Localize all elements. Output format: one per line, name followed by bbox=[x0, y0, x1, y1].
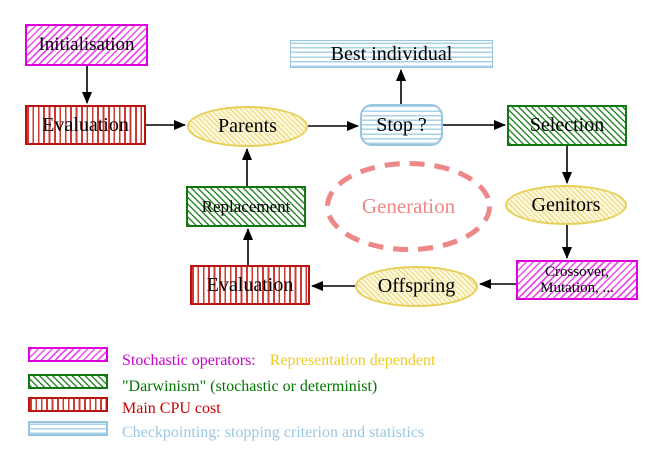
node-replacement: Replacement bbox=[186, 186, 306, 227]
legend-label-representation: Representation dependent bbox=[269, 352, 436, 369]
legend-swatch-cpu bbox=[28, 397, 108, 412]
node-initialisation: Initialisation bbox=[25, 24, 148, 66]
node-offspring-label: Offspring bbox=[377, 275, 456, 297]
node-evaluation-bottom: Evaluation bbox=[190, 265, 310, 305]
node-selection: Selection bbox=[507, 105, 627, 146]
legend-swatch-checkpointing bbox=[28, 421, 108, 436]
node-generation: Generation bbox=[327, 163, 490, 250]
node-evaluation-top: Evaluation bbox=[25, 105, 146, 145]
legend-label-stochastic: Stochastic operators: bbox=[122, 352, 256, 369]
node-best-individual-label: Best individual bbox=[330, 42, 453, 65]
legend-label-checkpointing: Checkpointing: stopping criterion and st… bbox=[122, 424, 425, 441]
legend-label-cpu: Main CPU cost bbox=[122, 400, 221, 417]
legend-swatch-stochastic bbox=[28, 347, 108, 362]
node-generation-label: Generation bbox=[361, 194, 456, 218]
node-parents-label: Parents bbox=[218, 115, 277, 137]
legend-label-darwinism: "Darwinism" (stochastic or determinist) bbox=[122, 378, 378, 395]
node-genitors-label: Genitors bbox=[531, 193, 601, 216]
node-offspring: Offspring bbox=[355, 266, 478, 307]
node-stop: Stop ? bbox=[360, 104, 443, 146]
node-stop-label: Stop ? bbox=[376, 113, 427, 136]
node-genitors: Genitors bbox=[505, 185, 627, 225]
node-parents: Parents bbox=[187, 106, 308, 147]
node-initialisation-label: Initialisation bbox=[38, 34, 135, 55]
node-best-individual: Best individual bbox=[290, 40, 493, 68]
node-selection-label: Selection bbox=[529, 114, 605, 136]
legend-swatch-darwinism bbox=[28, 374, 108, 389]
node-crossover-mutation: Crossover, Mutation, ... bbox=[516, 260, 638, 300]
legend-row-stochastic: Stochastic operators: Representation dep… bbox=[122, 352, 435, 370]
node-evaluation-top-label: Evaluation bbox=[42, 113, 129, 136]
node-evaluation-bottom-label: Evaluation bbox=[206, 273, 294, 296]
node-crossover-line2: Mutation, ... bbox=[540, 280, 614, 296]
node-crossover-line1: Crossover, bbox=[545, 263, 609, 280]
node-replacement-label: Replacement bbox=[201, 196, 291, 216]
